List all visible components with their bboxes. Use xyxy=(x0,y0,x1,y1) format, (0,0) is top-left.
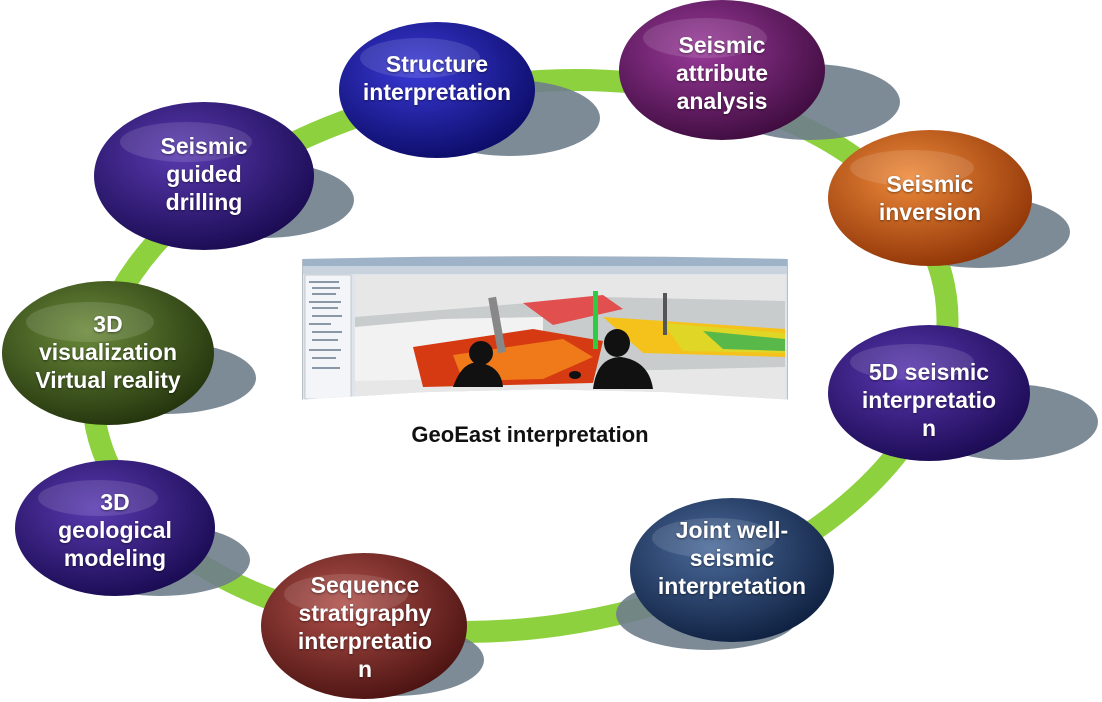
node-3d-visualization-virtual-reality[interactable] xyxy=(2,281,214,425)
node-structure-interpretation[interactable] xyxy=(339,22,535,158)
node-highlights xyxy=(26,18,974,614)
center-caption: GeoEast interpretation xyxy=(411,422,649,447)
node-3d-geological-modeling[interactable] xyxy=(15,460,215,596)
node-sequence-stratigraphy-interpretation[interactable] xyxy=(261,553,467,699)
geoeast-screenshot xyxy=(302,256,788,400)
node-joint-well-seismic-interpretation[interactable] xyxy=(630,498,834,642)
geoeast-view-image xyxy=(303,257,787,400)
node-seismic-guided-drilling[interactable] xyxy=(94,102,314,250)
node-5d-seismic-interpretation[interactable] xyxy=(828,325,1030,461)
node-seismic-attribute-analysis[interactable] xyxy=(619,0,825,140)
node-seismic-inversion[interactable] xyxy=(828,130,1032,266)
